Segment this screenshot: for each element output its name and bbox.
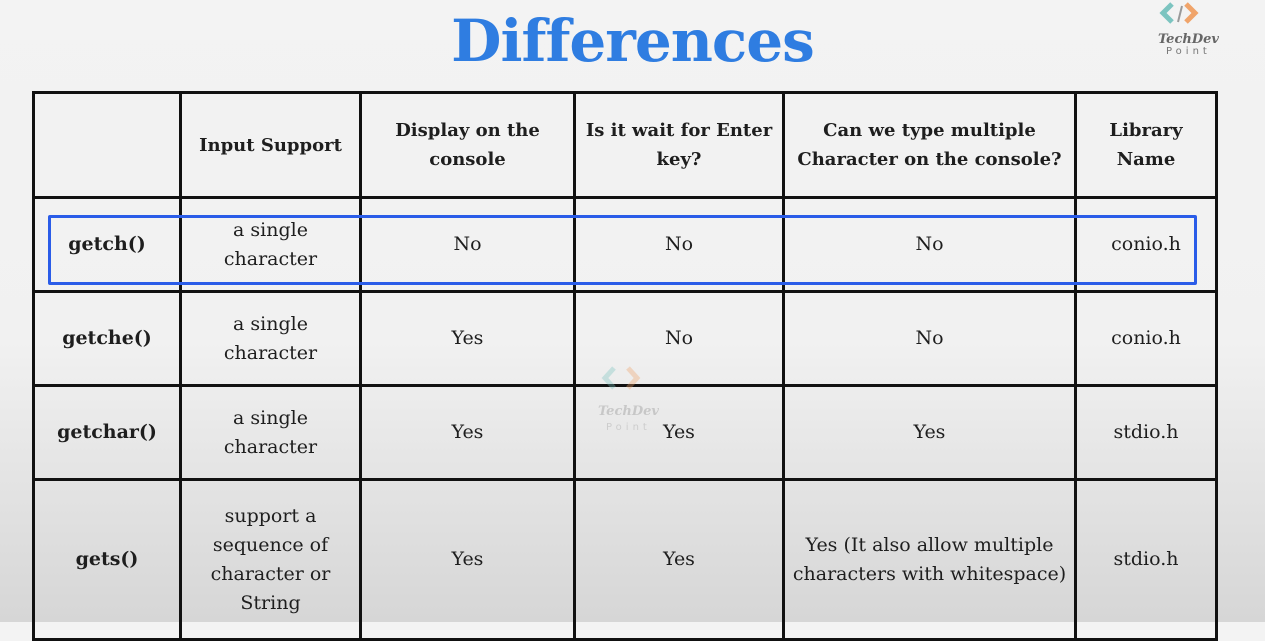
table-cell: Yes: [573, 478, 785, 641]
table-row: getche() a single character Yes No No co…: [32, 290, 1218, 387]
table-cell: No: [573, 290, 785, 387]
table-cell: support a sequence of character or Strin…: [179, 478, 362, 641]
table-cell: Yes: [782, 384, 1077, 481]
table-cell: Yes: [359, 290, 576, 387]
logo-text: TechDev: [1158, 32, 1219, 47]
watermark-logo: TechDev Point: [594, 362, 664, 442]
table-cell: No: [782, 196, 1077, 293]
header-cell: Can we type multiple Character on the co…: [782, 91, 1077, 199]
table-cell: No: [782, 290, 1077, 387]
header-cell: Is it wait for Enter key?: [573, 91, 785, 199]
header-cell: Library Name: [1074, 91, 1218, 199]
chevrons-icon: [601, 366, 641, 390]
table-cell: conio.h: [1074, 196, 1218, 293]
function-name-cell: getchar(): [32, 384, 182, 481]
table-cell: No: [573, 196, 785, 293]
table-row: getch() a single character No No No coni…: [32, 196, 1218, 293]
function-name-cell: getch(): [32, 196, 182, 293]
table-cell: a single character: [179, 196, 362, 293]
table-cell: conio.h: [1074, 290, 1218, 387]
header-row: Input Support Display on the console Is …: [32, 91, 1218, 199]
header-cell: [32, 91, 182, 199]
table-cell: a single character: [179, 290, 362, 387]
table-row: gets() support a sequence of character o…: [32, 478, 1218, 641]
table-cell: No: [359, 196, 576, 293]
chevrons-icon: [1159, 2, 1199, 24]
table-cell: Yes: [359, 384, 576, 481]
table-cell: a single character: [179, 384, 362, 481]
techdev-logo: TechDev Point: [1152, 0, 1222, 62]
table-cell: Yes: [359, 478, 576, 641]
page-title: Differences: [451, 7, 815, 75]
header-cell: Input Support: [179, 91, 362, 199]
function-name-cell: getche(): [32, 290, 182, 387]
header-cell: Display on the console: [359, 91, 576, 199]
function-name-cell: gets(): [32, 478, 182, 641]
table-cell: stdio.h: [1074, 384, 1218, 481]
watermark-text: TechDev: [598, 404, 659, 419]
table-cell: Yes: [573, 384, 785, 481]
logo-subtext: Point: [1166, 46, 1211, 57]
watermark-subtext: Point: [606, 422, 651, 433]
table-row: getchar() a single character Yes Yes Yes…: [32, 384, 1218, 481]
table-cell: Yes (It also allow multiple characters w…: [782, 478, 1077, 641]
table-cell: stdio.h: [1074, 478, 1218, 641]
